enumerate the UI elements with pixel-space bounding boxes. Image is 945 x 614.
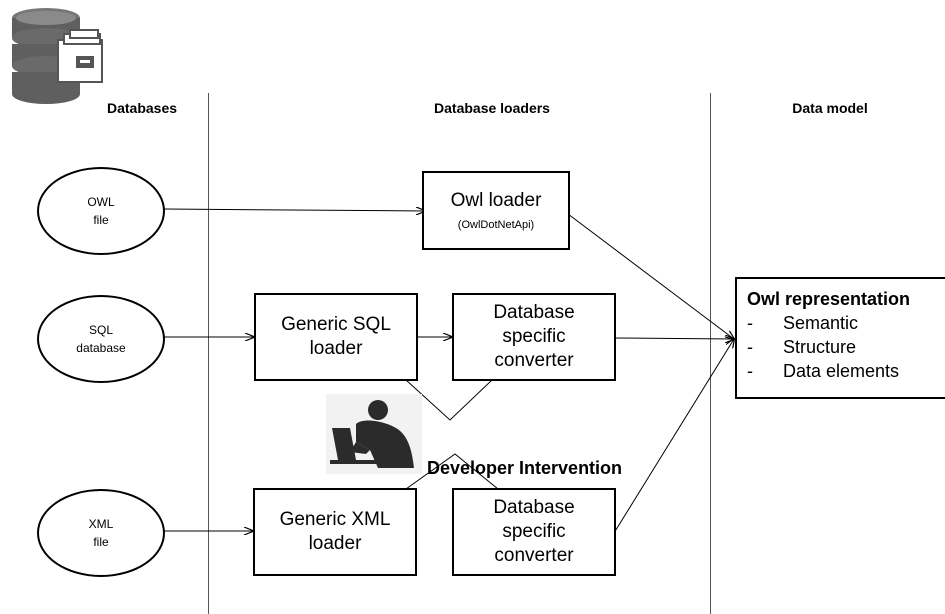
- source-xml-line1: XML: [88, 517, 114, 531]
- xml-converter-label: Database specific converter: [493, 497, 575, 566]
- list-item: - Structure: [747, 335, 945, 359]
- arrow-owl-to-loader: [163, 209, 425, 211]
- header-data-model: Data model: [792, 100, 868, 116]
- owl-loader-subtitle: (OwlDotNetApi): [457, 218, 535, 231]
- owl-loader-box: Owl loader (OwlDotNetApi): [422, 171, 570, 250]
- generic-sql-loader-label: Generic SQL loader: [281, 314, 391, 359]
- arrow-xml-converter-to-model: [613, 339, 734, 534]
- source-sql-line2: database: [76, 341, 126, 355]
- source-owl-line1: OWL: [87, 195, 115, 209]
- source-sql-line1: SQL: [88, 323, 113, 337]
- xml-converter-box: Database specific converter: [452, 488, 616, 576]
- owl-representation-list: - Semantic - Structure - Data elements: [747, 311, 945, 383]
- source-owl-file: OWL file: [37, 167, 165, 255]
- list-item: - Data elements: [747, 359, 945, 383]
- source-sql-database: SQL database: [37, 295, 165, 383]
- bullet-dash: -: [747, 313, 753, 333]
- column-divider-right: [710, 93, 711, 614]
- generic-xml-loader-box: Generic XML loader: [253, 488, 417, 576]
- header-database-loaders: Database loaders: [434, 100, 550, 116]
- sql-converter-box: Database specific converter: [452, 293, 616, 381]
- arrow-owl-loader-to-model: [567, 213, 734, 339]
- source-owl-line2: file: [93, 213, 109, 227]
- list-item-label: Data elements: [783, 361, 900, 381]
- developer-link-sql: [405, 379, 493, 421]
- developer-link-xml: [405, 453, 499, 490]
- owl-loader-title: Owl loader: [450, 189, 542, 211]
- list-item-label: Structure: [783, 337, 857, 357]
- generic-sql-loader-box: Generic SQL loader: [254, 293, 418, 381]
- source-xml-line2: file: [93, 535, 109, 549]
- generic-xml-loader-label: Generic XML loader: [279, 509, 391, 554]
- bullet-dash: -: [747, 361, 753, 381]
- arrow-sql-converter-to-model: [613, 338, 734, 339]
- database-cabinet-icon: [12, 8, 103, 104]
- source-xml-file: XML file: [37, 489, 165, 577]
- owl-representation-box: Owl representation - Semantic - Structur…: [735, 277, 945, 399]
- bullet-dash: -: [747, 337, 753, 357]
- header-databases: Databases: [106, 100, 178, 116]
- sql-converter-label: Database specific converter: [493, 302, 575, 371]
- developer-at-laptop-icon: [326, 394, 422, 474]
- owl-representation-title: Owl representation: [747, 289, 911, 309]
- column-divider-left: [208, 93, 209, 614]
- list-item: - Semantic: [747, 311, 945, 335]
- developer-intervention-label: Developer Intervention: [427, 458, 623, 478]
- list-item-label: Semantic: [783, 313, 859, 333]
